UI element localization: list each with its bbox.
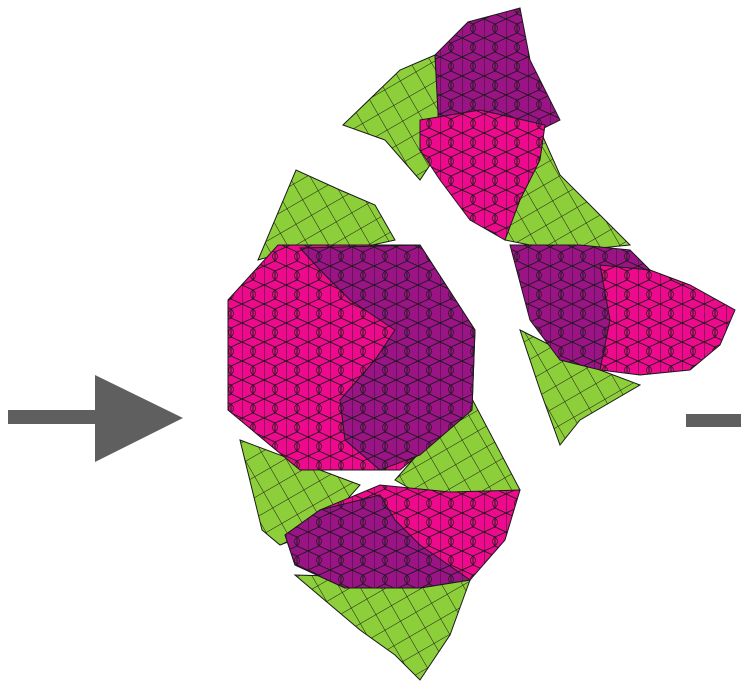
purple-swirl-upper [298,244,476,471]
partial-arrow-icon [686,414,741,427]
purple-swirl-lower [284,494,472,589]
upper-cluster [342,7,736,447]
right-arrow-icon [8,375,183,462]
magenta-bottom-lobe [599,264,736,376]
magenta-top-lobe [419,109,546,241]
lower-cluster [227,169,521,681]
green-wing-top [342,54,441,181]
green-bottom-region [293,574,471,681]
